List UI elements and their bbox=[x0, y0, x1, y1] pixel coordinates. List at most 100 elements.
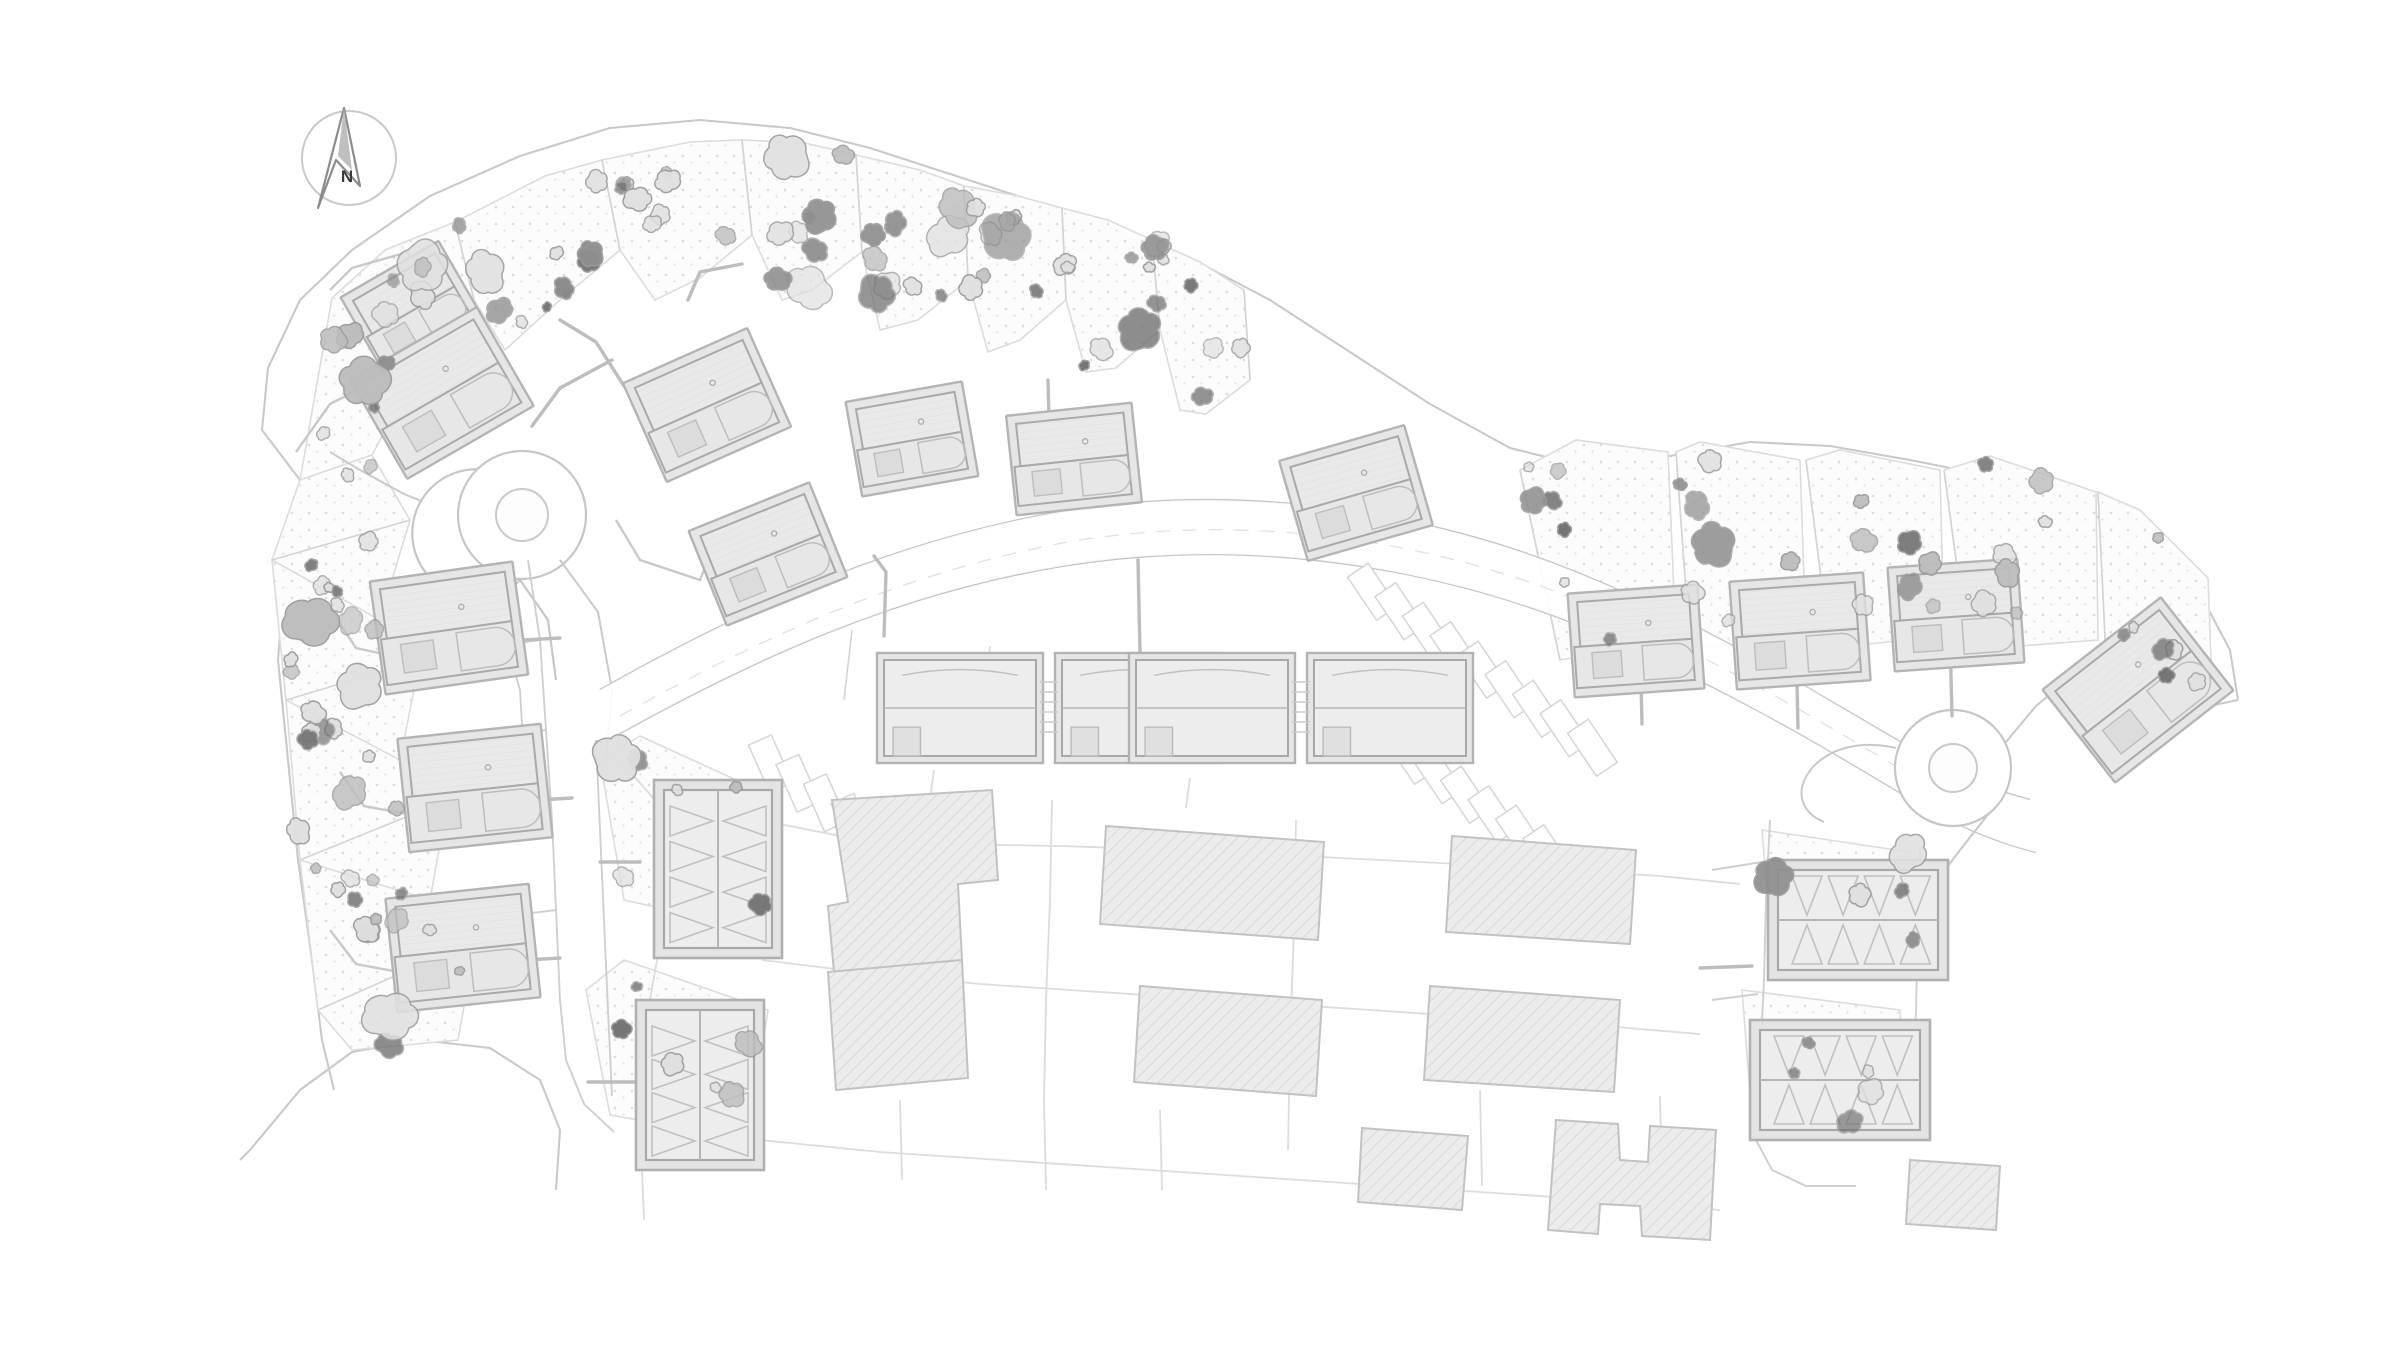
existing-bldg-5 bbox=[1444, 834, 1638, 946]
southwest-boundary bbox=[249, 1038, 562, 1191]
villa-08 bbox=[368, 560, 530, 696]
villa-bay-window bbox=[1805, 632, 1861, 673]
villa-bay-window bbox=[455, 626, 517, 672]
villa-05 bbox=[844, 380, 980, 498]
apartment-roof-hip bbox=[669, 804, 716, 838]
road-centre-marking bbox=[619, 529, 1903, 771]
apartment-roof-hip bbox=[669, 875, 716, 909]
existing-buildings-layer bbox=[826, 788, 2002, 1242]
apartment-roof-hip bbox=[1863, 922, 1896, 965]
existing-bldg-3 bbox=[1098, 824, 1326, 942]
apartment-roof-hip bbox=[1826, 922, 1860, 965]
existing-bldg-7 bbox=[1356, 1126, 1470, 1212]
villa-bay-window bbox=[481, 788, 542, 833]
semi-detached-unit bbox=[1305, 651, 1475, 765]
villa-room bbox=[728, 566, 767, 603]
apartment-roof-hip bbox=[1808, 1035, 1842, 1078]
cul-de-sac-east bbox=[1800, 677, 2071, 891]
southwest-tip bbox=[239, 1149, 251, 1161]
villa-bay-window bbox=[1641, 642, 1695, 681]
apartment-block-sw-1 bbox=[652, 778, 784, 960]
villa-14 bbox=[2041, 596, 2235, 784]
villa-chimney bbox=[917, 418, 925, 425]
apartment-roof-hip bbox=[669, 840, 716, 873]
tree-canopy-icon bbox=[1602, 631, 1618, 647]
semi-detached-layer bbox=[875, 651, 1475, 765]
villa-chimney bbox=[458, 603, 465, 611]
existing-bldg-9 bbox=[1904, 1158, 2002, 1232]
villa-bay-window bbox=[1361, 485, 1418, 531]
villa-chimney bbox=[472, 924, 480, 931]
apartment-roof-hip bbox=[1881, 1082, 1914, 1125]
villa-upper-roof bbox=[1576, 593, 1694, 648]
apartment-roof-hip bbox=[1790, 922, 1824, 965]
villa-chimney bbox=[1360, 469, 1368, 477]
villa-bay-window bbox=[774, 542, 831, 589]
apartment-roof-hip bbox=[1790, 875, 1824, 918]
villa-room bbox=[413, 958, 451, 993]
villa-bay-window bbox=[1961, 616, 2015, 655]
plot-n-2 bbox=[741, 139, 863, 301]
apartment-roof-hip bbox=[1772, 1082, 1806, 1125]
villa-bay-window bbox=[469, 948, 530, 993]
villa-chimney bbox=[484, 764, 492, 771]
villa-room bbox=[1031, 467, 1064, 497]
apartment-roof-hip bbox=[669, 911, 716, 944]
apartment-roof-hip bbox=[651, 1124, 698, 1158]
villa-04 bbox=[687, 481, 849, 627]
villa-06 bbox=[1005, 401, 1143, 517]
villa-10 bbox=[384, 882, 542, 1014]
cul-de-sac-island-west bbox=[495, 488, 549, 542]
apartment-roof-hip bbox=[1863, 875, 1896, 918]
apartment-roof-hip bbox=[720, 911, 767, 944]
villa-bay-window bbox=[2145, 661, 2212, 724]
villa-room bbox=[399, 639, 438, 674]
villa-room bbox=[425, 798, 463, 833]
existing-bldg-2 bbox=[826, 958, 970, 1092]
apartment-roof-hip bbox=[651, 1024, 698, 1058]
apartment-roof-hip bbox=[720, 875, 767, 909]
semi-detached-unit bbox=[875, 651, 1045, 765]
north-label: N bbox=[341, 167, 353, 186]
parking-bay bbox=[1566, 718, 1619, 778]
villa-bay-window bbox=[1079, 459, 1131, 497]
north-arrow-icon: N bbox=[301, 106, 397, 210]
plot-ne-2 bbox=[1151, 238, 1251, 415]
apartment-roof-hip bbox=[1772, 1035, 1806, 1078]
existing-bldg-4 bbox=[1132, 984, 1324, 1098]
villa-room bbox=[1753, 640, 1788, 671]
semi-detached-unit bbox=[1127, 651, 1297, 765]
villa-02 bbox=[349, 306, 535, 480]
villa-room bbox=[401, 409, 447, 453]
villa-bay-window bbox=[449, 372, 514, 430]
apartment-blocks-layer bbox=[634, 778, 1950, 1172]
villa-chimney bbox=[1644, 619, 1652, 627]
villa-chimney bbox=[1809, 608, 1816, 616]
apartment-roof-hip bbox=[720, 840, 767, 873]
villa-upper-roof bbox=[1737, 580, 1860, 638]
apartment-roof-hip bbox=[702, 1124, 749, 1158]
apartment-block-se-2 bbox=[1748, 1018, 1932, 1142]
villa-buildings-layer bbox=[339, 240, 2235, 1014]
apartment-roof-hip bbox=[1899, 875, 1932, 918]
semi-pair-2 bbox=[1127, 651, 1475, 765]
villa-room bbox=[1911, 623, 1944, 654]
villa-room bbox=[1591, 649, 1624, 680]
villa-chimney bbox=[770, 530, 778, 537]
existing-bldg-8 bbox=[1546, 1118, 1718, 1242]
villa-chimney bbox=[1964, 593, 1972, 601]
apartment-roof-hip bbox=[720, 804, 767, 838]
apartment-block-se-1 bbox=[1766, 858, 1950, 982]
villa-07 bbox=[1278, 424, 1434, 562]
apartment-block-sw-2 bbox=[634, 998, 766, 1172]
villa-chimney bbox=[709, 379, 716, 387]
existing-bldg-6 bbox=[1422, 984, 1622, 1094]
villa-bay-window bbox=[916, 436, 967, 475]
apartment-roof-hip bbox=[1808, 1082, 1842, 1125]
villa-chimney bbox=[1081, 438, 1089, 445]
villa-room bbox=[666, 419, 708, 459]
plot-n-1 bbox=[601, 139, 753, 302]
villa-09 bbox=[396, 722, 554, 854]
apartment-roof-hip bbox=[651, 1091, 698, 1124]
